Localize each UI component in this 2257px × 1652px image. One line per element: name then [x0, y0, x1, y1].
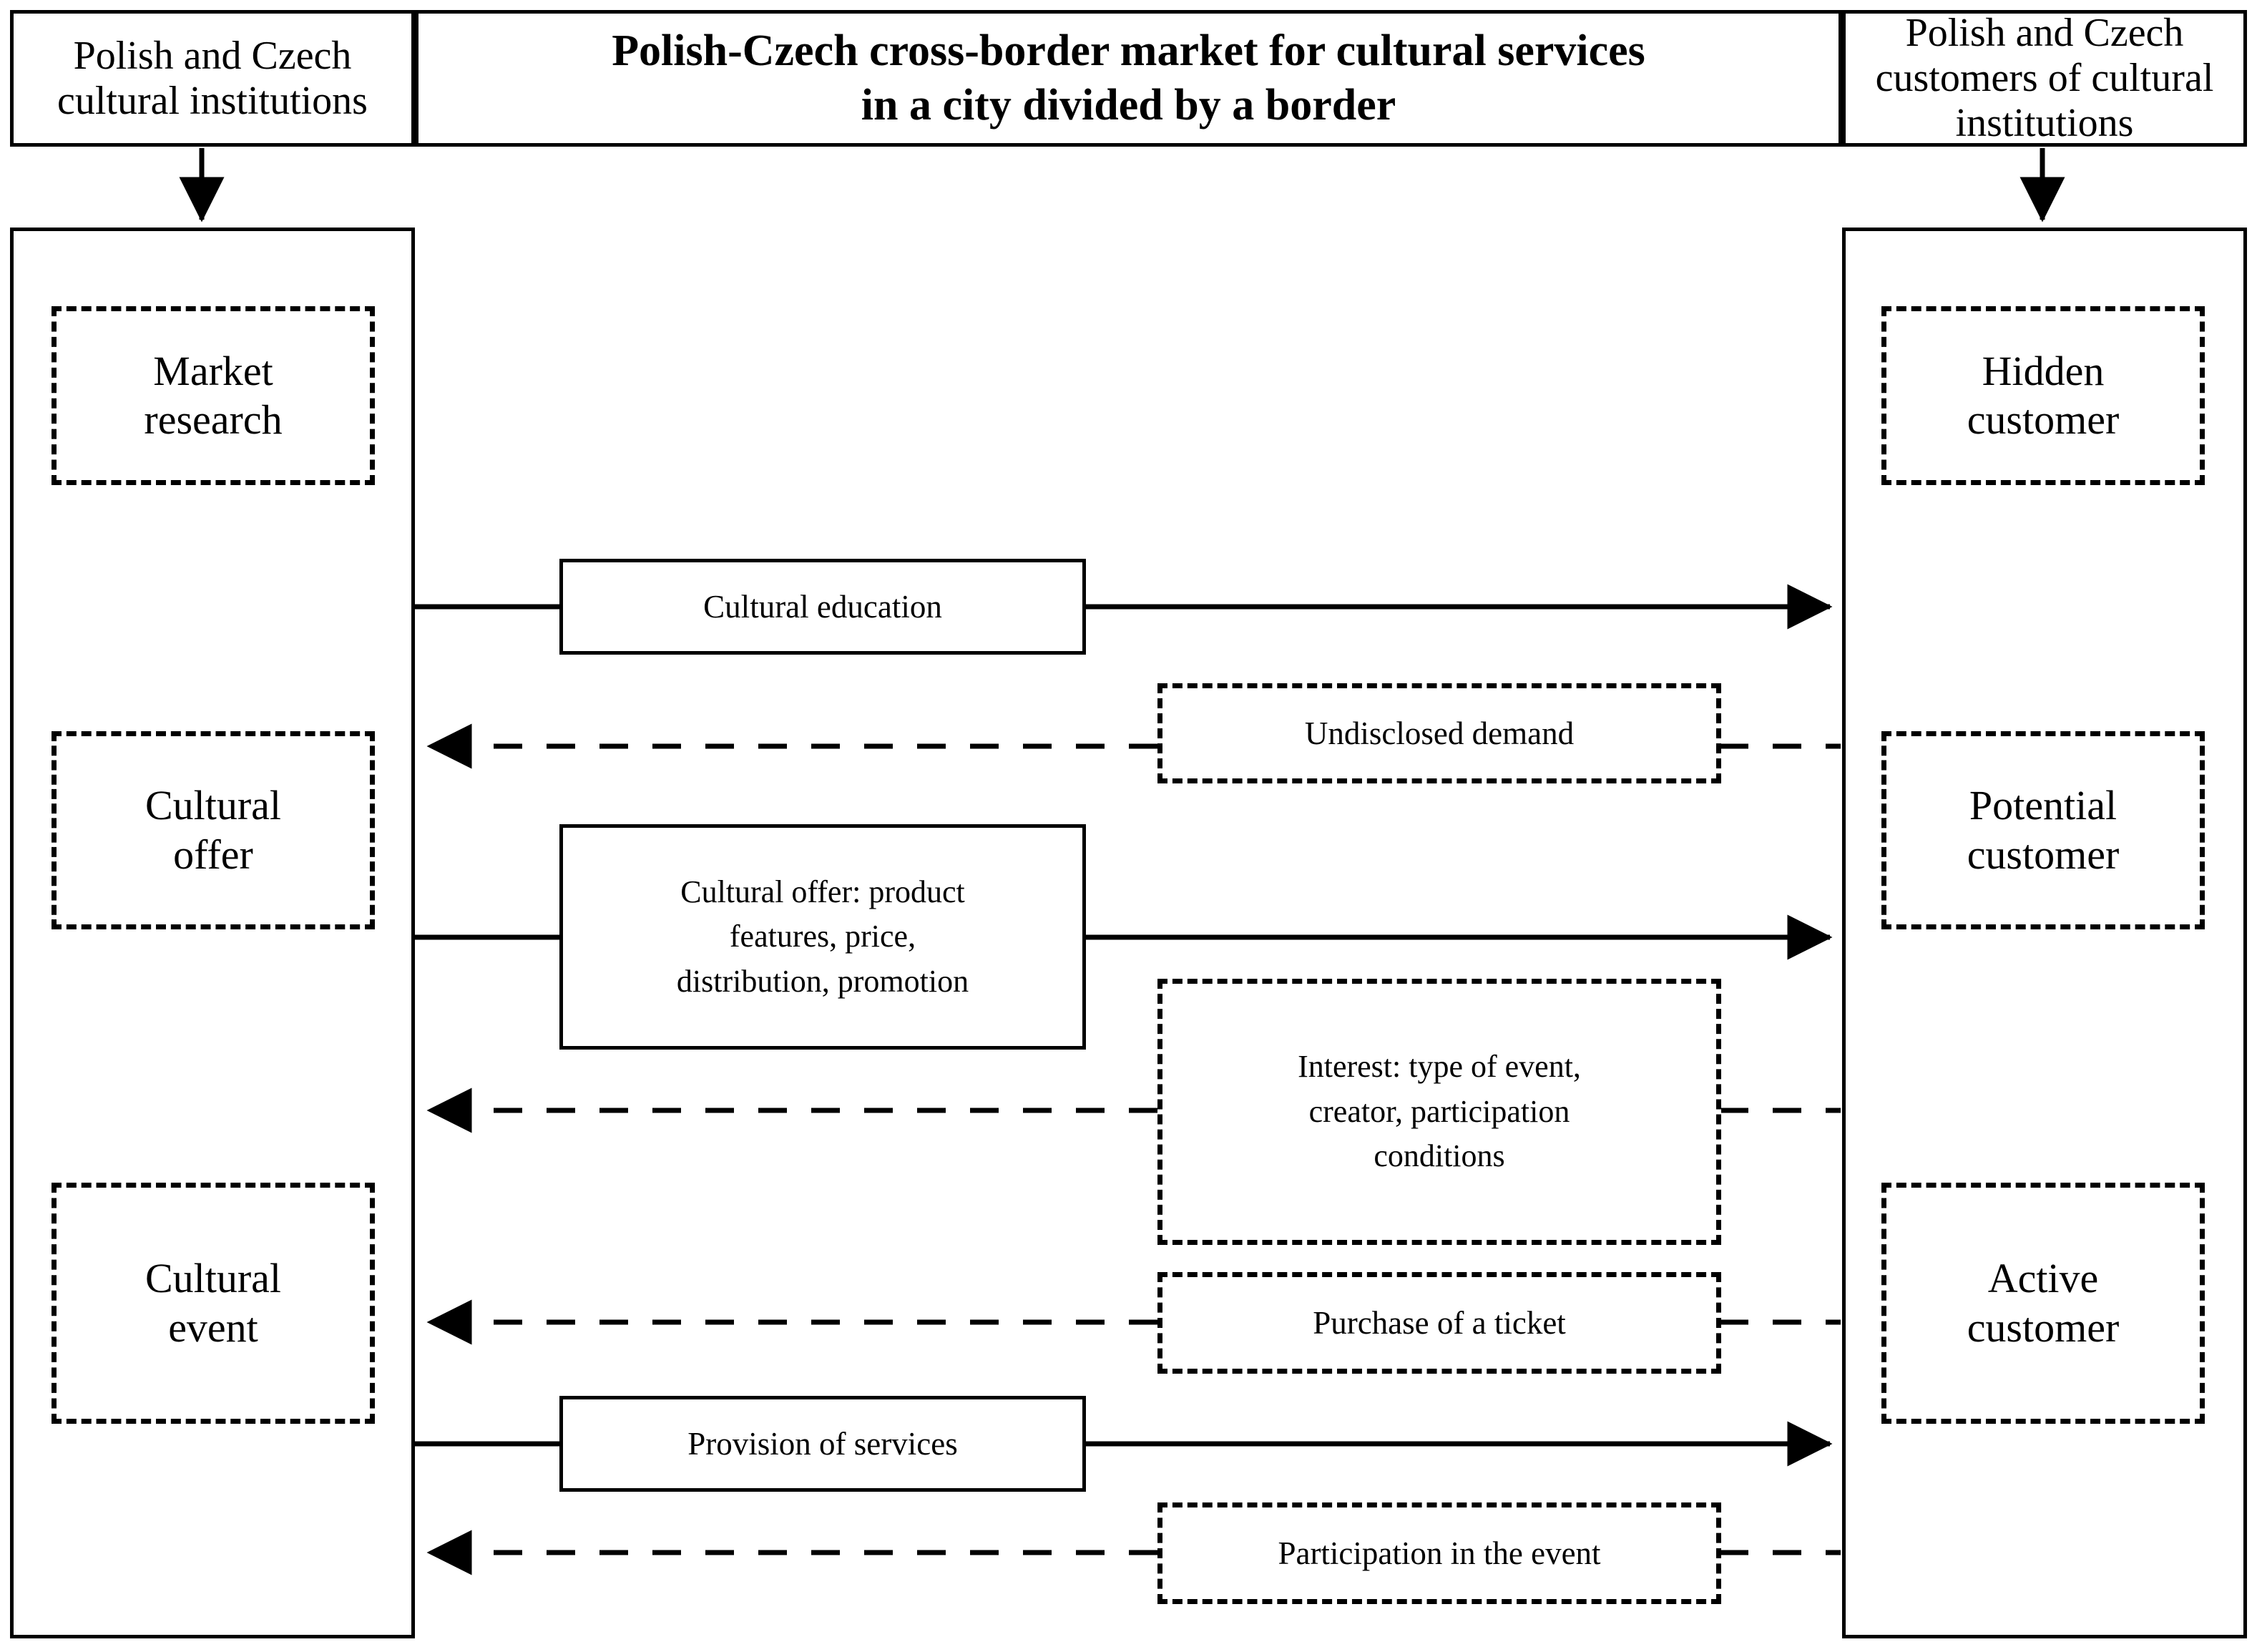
flow-box-cultural-offer-detail[interactable]: Cultural offer: product features, price,… — [559, 824, 1086, 1050]
cultural-offer-detail-label: Cultural offer: product features, price,… — [676, 874, 969, 999]
purchase-ticket-label: Purchase of a ticket — [1313, 1304, 1566, 1341]
cultural-education-label: Cultural education — [703, 588, 942, 625]
institutions-container — [10, 228, 415, 1638]
page-title: Polish-Czech cross-border market for cul… — [612, 24, 1645, 132]
customers-container — [1842, 228, 2247, 1638]
flow-box-undisclosed-demand[interactable]: Undisclosed demand — [1157, 683, 1721, 783]
header-right-customers-box: Polish and Czech customers of cultural i… — [1842, 10, 2247, 147]
flow-box-participation-event[interactable]: Participation in the event — [1157, 1502, 1721, 1604]
header-title-box: Polish-Czech cross-border market for cul… — [415, 10, 1842, 147]
provision-services-label: Provision of services — [687, 1425, 958, 1462]
flow-box-cultural-education[interactable]: Cultural education — [559, 559, 1086, 655]
flow-box-purchase-ticket[interactable]: Purchase of a ticket — [1157, 1272, 1721, 1374]
page-title-line-1: Polish-Czech cross-border market for cul… — [612, 26, 1645, 75]
header-left-institutions-box: Polish and Czech cultural institutions — [10, 10, 415, 147]
participation-event-label: Participation in the event — [1278, 1535, 1601, 1571]
flow-box-interest[interactable]: Interest: type of event, creator, partic… — [1157, 979, 1721, 1245]
page-title-line-2: in a city divided by a border — [861, 80, 1396, 129]
header-left-label: Polish and Czech cultural institutions — [57, 33, 368, 123]
flow-box-provision-services[interactable]: Provision of services — [559, 1396, 1086, 1492]
interest-label: Interest: type of event, creator, partic… — [1298, 1049, 1581, 1174]
header-right-label: Polish and Czech customers of cultural i… — [1875, 11, 2214, 145]
undisclosed-demand-label: Undisclosed demand — [1304, 715, 1575, 751]
